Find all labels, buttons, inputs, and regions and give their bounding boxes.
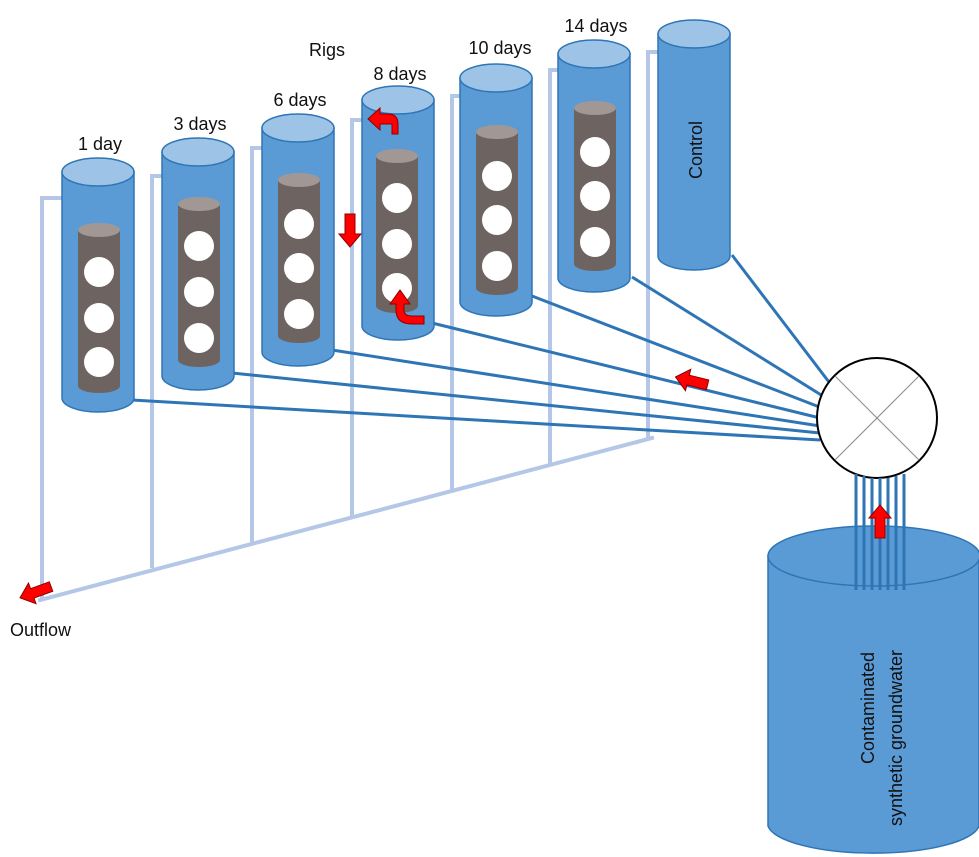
feed-line-6	[631, 275, 827, 400]
outflow-manifold	[37, 50, 662, 603]
rig-column-10-days	[459, 63, 533, 317]
rig-column-14-days	[557, 39, 631, 293]
feed-line-5	[531, 294, 823, 410]
outflow-main-line	[37, 435, 655, 603]
flow-arrow-icon	[338, 213, 362, 248]
valve-icon	[816, 357, 938, 479]
rig-column-3-days	[161, 137, 235, 391]
rig-column-8-days	[361, 85, 435, 341]
rig-column-1-day	[61, 157, 135, 413]
flow-arrow-icon	[15, 575, 56, 609]
feed-line-4	[431, 321, 821, 420]
feed-line-2	[231, 371, 821, 435]
groundwater-reservoir	[767, 525, 979, 854]
reservoir-label-line2: synthetic groundwater	[886, 650, 906, 826]
rig-label-2: 3 days	[173, 114, 226, 134]
flow-arrow-icon	[367, 106, 399, 135]
rig-label-3: 6 days	[273, 90, 326, 110]
flow-arrow-icon	[389, 289, 425, 325]
rig-column-6-days	[261, 113, 335, 367]
control-column	[657, 19, 731, 271]
feed-line-7	[730, 254, 834, 387]
rig-label-5: 10 days	[468, 38, 531, 58]
feed-line-1	[131, 398, 821, 442]
feed-line-3	[331, 348, 821, 428]
feed-lines	[131, 254, 834, 442]
rig-label-4: 8 days	[373, 64, 426, 84]
rig-label-6: 14 days	[564, 16, 627, 36]
control-label: Control	[686, 121, 706, 179]
outflow-label: Outflow	[10, 620, 72, 640]
rig-label-1: 1 day	[78, 134, 122, 154]
rigs-header-label: Rigs	[309, 40, 345, 60]
reservoir-label-line1: Contaminated	[858, 652, 878, 764]
flow-arrows-8-days	[338, 106, 425, 325]
